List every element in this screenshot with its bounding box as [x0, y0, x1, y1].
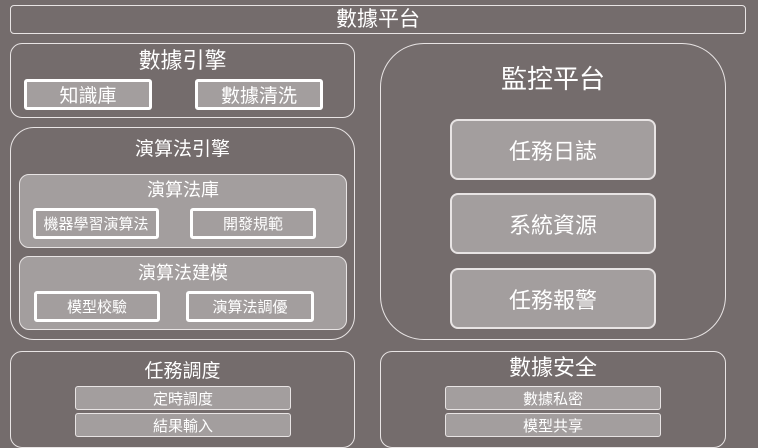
- security-title: 數據安全: [508, 356, 597, 381]
- machine-learning-algorithm-button[interactable]: 機器學習演算法: [33, 208, 159, 239]
- monitor-panel: 監控平台 任務日誌 系統資源 任務報警: [380, 43, 726, 340]
- data-engine-title: 數據引擎: [138, 49, 227, 74]
- task-alert-button[interactable]: 任務報警: [450, 268, 656, 329]
- scheduling-panel: 任務調度 定時調度 結果輸入: [10, 351, 355, 448]
- scheduling-title: 任務調度: [144, 360, 221, 382]
- security-panel: 數據安全 數據私密 模型共享: [380, 351, 726, 448]
- model-validation-button[interactable]: 模型校驗: [34, 291, 160, 322]
- data-privacy-button[interactable]: 數據私密: [445, 386, 661, 410]
- scheduled-dispatch-button[interactable]: 定時調度: [75, 386, 291, 410]
- system-resources-button[interactable]: 系統資源: [450, 193, 656, 254]
- algorithm-library-box: 演算法庫 機器學習演算法 開發規範: [19, 174, 347, 248]
- development-standards-button[interactable]: 開發規範: [190, 208, 316, 239]
- header-bar: 數據平台: [10, 5, 746, 34]
- data-engine-panel: 數據引擎 知識庫 數據清洗: [10, 43, 355, 118]
- algorithm-engine-title: 演算法引擎: [134, 138, 230, 160]
- task-log-button[interactable]: 任務日誌: [450, 119, 656, 180]
- monitor-title: 監控平台: [500, 65, 605, 95]
- algorithm-engine-panel: 演算法引擎 演算法庫 機器學習演算法 開發規範 演算法建模 模型校驗 演算法調優: [10, 127, 355, 340]
- data-cleaning-button[interactable]: 數據清洗: [195, 79, 323, 110]
- algorithm-modeling-box: 演算法建模 模型校驗 演算法調優: [19, 256, 347, 330]
- page-title: 數據平台: [336, 7, 420, 31]
- algorithm-modeling-title: 演算法建模: [138, 263, 228, 284]
- algorithm-library-title: 演算法庫: [147, 180, 219, 201]
- result-input-button[interactable]: 結果輸入: [75, 413, 291, 437]
- model-sharing-button[interactable]: 模型共享: [445, 413, 661, 437]
- algorithm-tuning-button[interactable]: 演算法調優: [186, 291, 314, 322]
- knowledge-base-button[interactable]: 知識庫: [24, 79, 152, 110]
